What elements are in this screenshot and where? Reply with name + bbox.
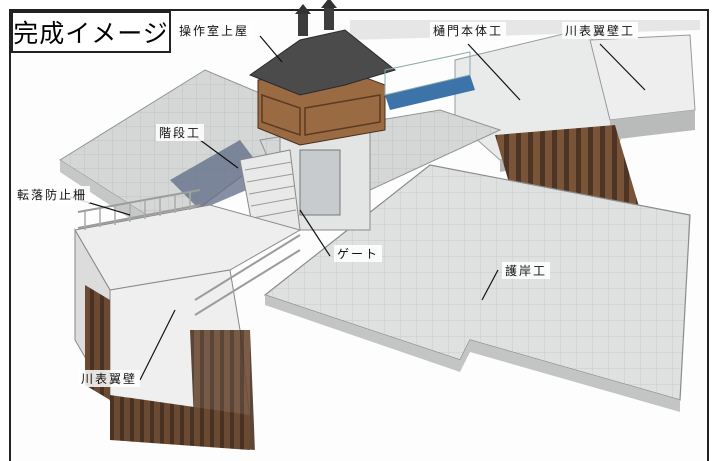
- label-fall-fence: 転落防止柵: [14, 186, 91, 203]
- fall-fence-posts: [84, 192, 191, 230]
- stair-shadow: [170, 140, 270, 210]
- control-room-frames: [261, 93, 381, 137]
- label-gate: ゲート: [334, 245, 383, 262]
- stair-treads: [244, 161, 297, 219]
- wingwall-top-right-face: [610, 110, 695, 140]
- label-wingwall-bottom-left: 川表翼壁: [78, 370, 141, 387]
- label-revetment: 護岸工: [502, 262, 551, 279]
- fall-fence-rails: [77, 189, 201, 229]
- roof-vent-right: [324, 6, 334, 30]
- ramp-fence-rails: [194, 234, 301, 316]
- roof-vent-caps: [295, 0, 337, 14]
- label-wingwall-top-right: 川表翼壁工: [562, 22, 639, 39]
- title-box: 完成イメージ: [11, 11, 171, 53]
- label-control-room: 操作室上屋: [176, 22, 253, 39]
- sheet-pile-left-3: [190, 330, 255, 450]
- gate-door: [299, 149, 341, 216]
- roof-vent-left: [298, 12, 308, 36]
- control-room-roof: [248, 29, 397, 96]
- blue-footbridge: [385, 75, 475, 110]
- footbridge-railing: [384, 51, 471, 96]
- label-stairs: 階段工: [156, 124, 205, 141]
- label-sluice-body: 樋門本体工: [430, 22, 507, 39]
- figure-title: 完成イメージ: [13, 19, 169, 48]
